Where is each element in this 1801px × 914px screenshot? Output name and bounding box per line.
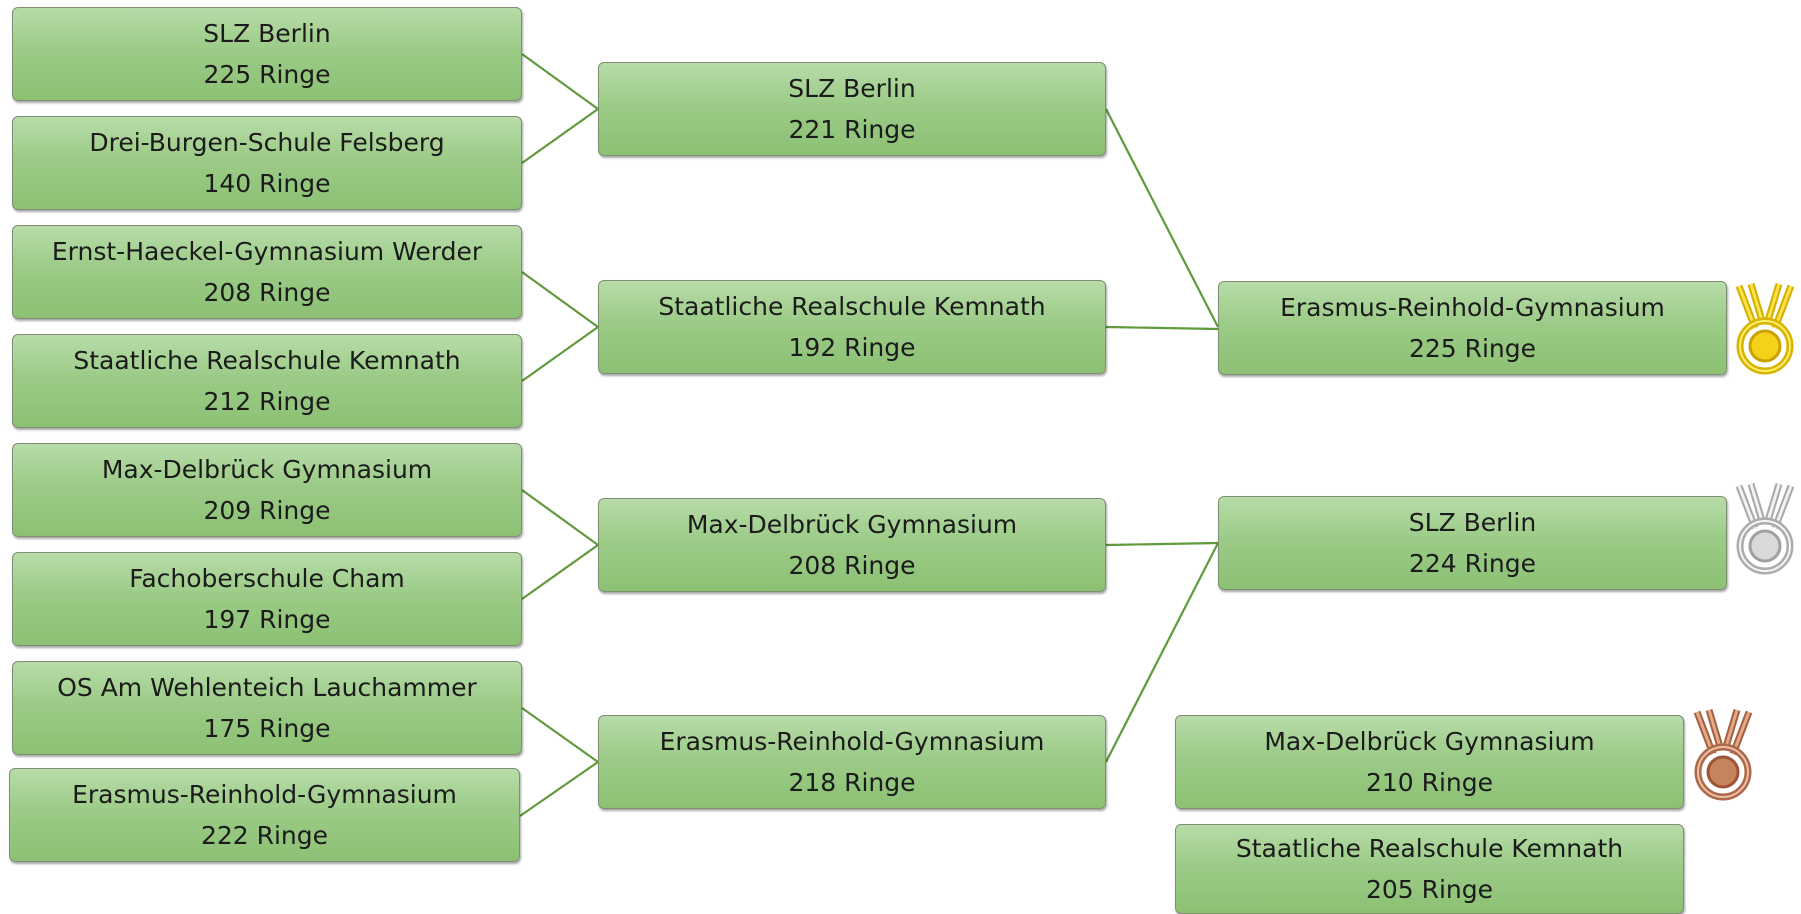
team-score: 221 Ringe	[788, 115, 916, 144]
connector-line	[521, 108, 599, 164]
team-score: 140 Ringe	[203, 169, 331, 198]
team-score: 208 Ringe	[788, 551, 916, 580]
team-name: SLZ Berlin	[1408, 508, 1537, 537]
connector-line	[1105, 541, 1219, 547]
team-score: 209 Ringe	[203, 496, 331, 525]
round1-match-box: OS Am Wehlenteich Lauchammer 175 Ringe	[12, 661, 522, 755]
team-name: Erasmus-Reinhold-Gymnasium	[659, 727, 1045, 756]
round1-match-box: Erasmus-Reinhold-Gymnasium 222 Ringe	[9, 768, 520, 862]
team-name: SLZ Berlin	[788, 74, 916, 103]
round2-match-box: Staatliche Realschule Kemnath 192 Ringe	[598, 280, 1106, 374]
round1-match-box: Ernst-Haeckel-Gymnasium Werder 208 Ringe	[12, 225, 522, 319]
connector-line	[521, 53, 599, 110]
connector-line	[521, 707, 599, 763]
third-place-box: Max-Delbrück Gymnasium 210 Ringe	[1175, 715, 1684, 809]
team-name: Staatliche Realschule Kemnath	[658, 292, 1046, 321]
connector-line	[519, 761, 599, 817]
team-name: Max-Delbrück Gymnasium	[1264, 727, 1595, 756]
final-runner-up-box: SLZ Berlin 224 Ringe	[1218, 496, 1727, 590]
final-winner-box: Erasmus-Reinhold-Gymnasium 225 Ringe	[1218, 281, 1727, 375]
team-score: 208 Ringe	[203, 278, 331, 307]
round2-match-box: Max-Delbrück Gymnasium 208 Ringe	[598, 498, 1106, 592]
team-score: 225 Ringe	[203, 60, 331, 89]
connector-line	[1105, 542, 1219, 763]
connector-line	[1105, 108, 1219, 328]
team-score: 218 Ringe	[788, 768, 916, 797]
team-name: Fachoberschule Cham	[129, 564, 405, 593]
silver-medal-icon	[1735, 482, 1795, 575]
team-name: Ernst-Haeckel-Gymnasium Werder	[51, 237, 483, 266]
fourth-place-box: Staatliche Realschule Kemnath 205 Ringe	[1175, 824, 1684, 914]
team-score: 224 Ringe	[1408, 549, 1537, 578]
team-name: Max-Delbrück Gymnasium	[101, 455, 433, 484]
team-score: 210 Ringe	[1365, 768, 1494, 797]
team-name: Staatliche Realschule Kemnath	[1235, 834, 1624, 863]
round2-match-box: Erasmus-Reinhold-Gymnasium 218 Ringe	[598, 715, 1106, 809]
round1-match-box: Staatliche Realschule Kemnath 212 Ringe	[12, 334, 522, 428]
round1-match-box: SLZ Berlin 225 Ringe	[12, 7, 522, 101]
team-name: Erasmus-Reinhold-Gymnasium	[1280, 293, 1665, 322]
connector-line	[521, 544, 599, 600]
team-score: 175 Ringe	[203, 714, 331, 743]
team-name: Erasmus-Reinhold-Gymnasium	[72, 780, 457, 809]
connector-line	[521, 489, 599, 546]
gold-medal-icon	[1735, 282, 1795, 375]
round1-match-box: Drei-Burgen-Schule Felsberg 140 Ringe	[12, 116, 522, 210]
team-name: Max-Delbrück Gymnasium	[686, 510, 1018, 539]
team-score: 222 Ringe	[200, 821, 329, 850]
connector-line	[521, 271, 599, 328]
team-score: 212 Ringe	[203, 387, 331, 416]
round2-match-box: SLZ Berlin 221 Ringe	[598, 62, 1106, 156]
round1-match-box: Max-Delbrück Gymnasium 209 Ringe	[12, 443, 522, 537]
team-name: OS Am Wehlenteich Lauchammer	[57, 673, 477, 702]
team-score: 192 Ringe	[788, 333, 916, 362]
team-score: 197 Ringe	[203, 605, 331, 634]
team-name: Drei-Burgen-Schule Felsberg	[89, 128, 445, 157]
connector-line	[521, 326, 599, 382]
team-name: Staatliche Realschule Kemnath	[73, 346, 461, 375]
team-score: 225 Ringe	[1408, 334, 1537, 363]
round1-match-box: Fachoberschule Cham 197 Ringe	[12, 552, 522, 646]
team-name: SLZ Berlin	[203, 19, 331, 48]
connector-line	[1105, 325, 1219, 331]
team-score: 205 Ringe	[1365, 875, 1494, 904]
bronze-medal-icon	[1693, 708, 1753, 801]
